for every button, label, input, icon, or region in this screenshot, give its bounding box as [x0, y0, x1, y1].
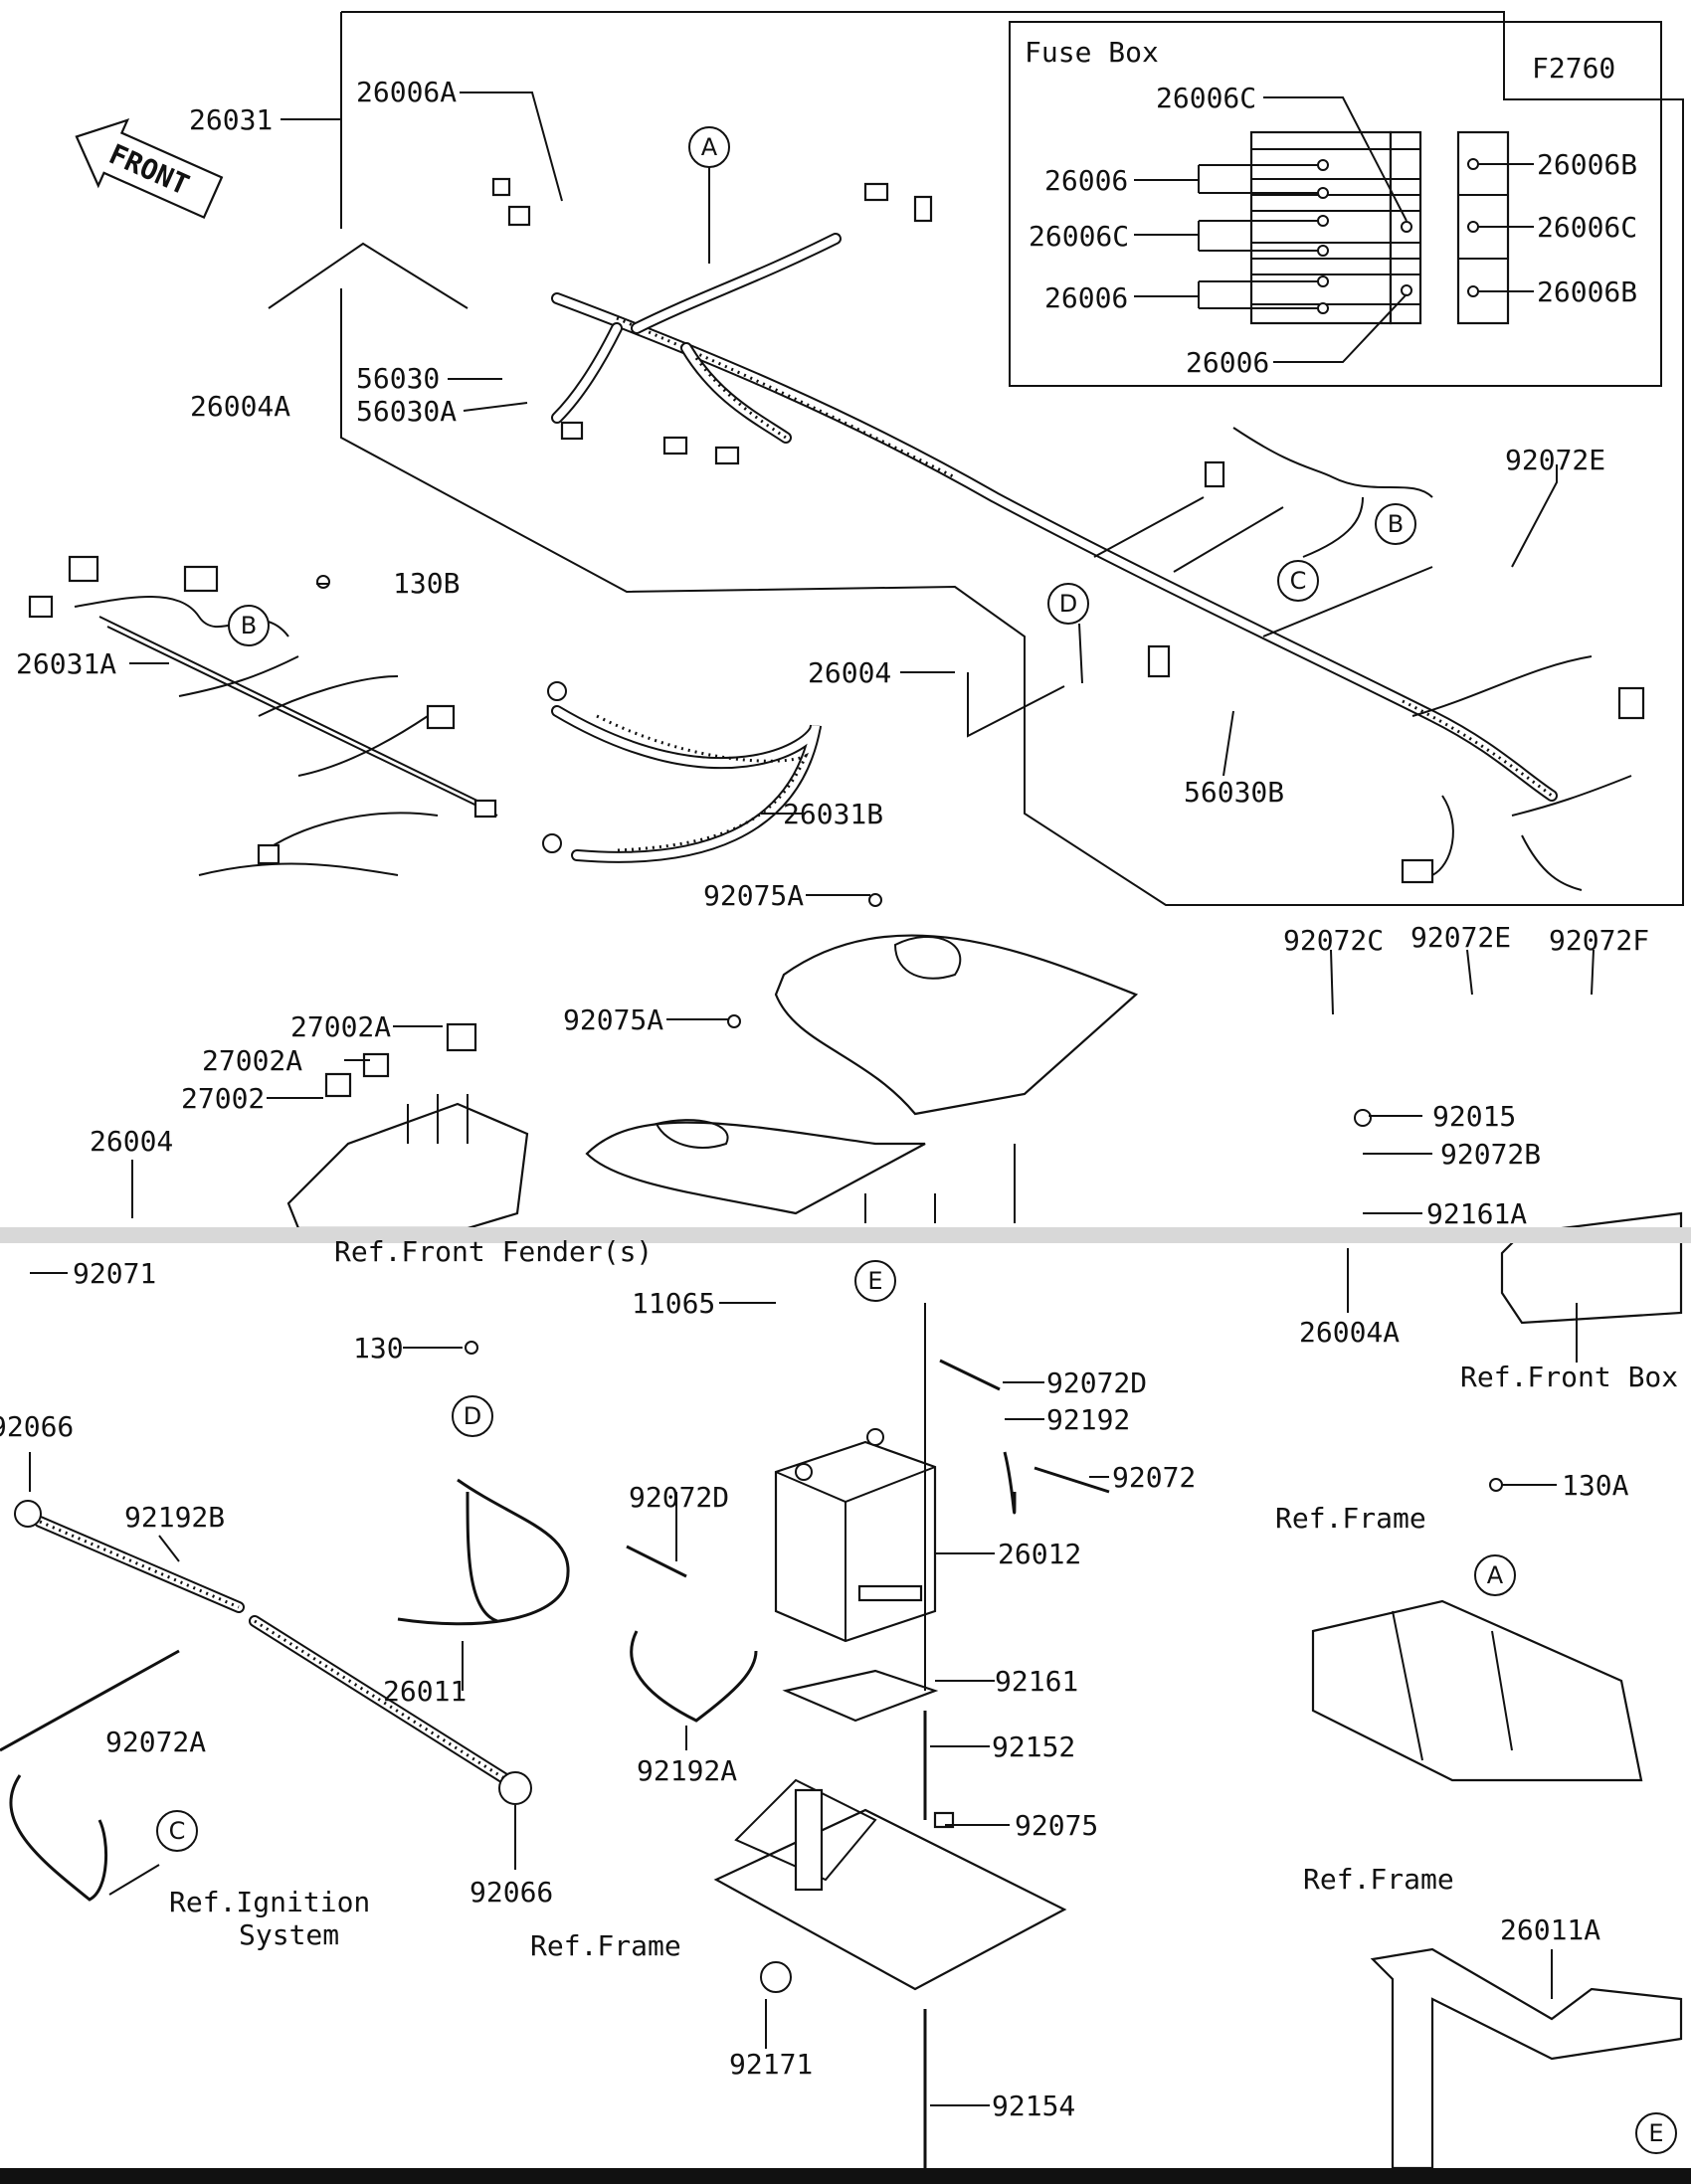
part-label-92152: 92152 [992, 1730, 1075, 1763]
part-label-92072D-left: 92072D [629, 1481, 729, 1514]
part-label-92072E-top: 92072E [1505, 444, 1605, 476]
part-label-26004-left: 26004 [90, 1125, 173, 1158]
part-label-92072A: 92072A [105, 1726, 206, 1758]
frame-right-middle [1311, 1599, 1643, 1782]
part-label-92072E-mid: 92072E [1410, 921, 1511, 954]
figure-code: F2760 [1532, 52, 1615, 85]
callout-A-top: A [701, 133, 718, 161]
part-label-130: 130 [353, 1332, 404, 1365]
fuse-callout-26006C-top: 26006C [1156, 82, 1256, 114]
ref-label-ignition: Ref.Ignition [169, 1886, 370, 1918]
sub-harness-26031B [542, 681, 822, 863]
part-label-56030A: 56030A [356, 395, 457, 428]
part-label-130B: 130B [393, 567, 460, 600]
corrugated-tube-92192B [0, 1500, 532, 1805]
floor-panels [585, 934, 1139, 1223]
part-label-26011A: 26011A [1500, 1913, 1600, 1946]
battery-cables [9, 1359, 1110, 1902]
callout-E-frame: E [1648, 2119, 1663, 2147]
callout-B-right: B [1388, 510, 1404, 538]
frame-right-bottom [1370, 1947, 1683, 2170]
part-label-26011: 26011 [383, 1675, 467, 1708]
part-label-26004A-top: 26004A [190, 390, 290, 423]
part-label-92171: 92171 [729, 2048, 813, 2081]
fuse-box-inset: Fuse Box 26006C 26006 [1009, 21, 1662, 387]
part-label-26012: 26012 [998, 1538, 1081, 1570]
part-label-92072: 92072 [1112, 1461, 1196, 1494]
ref-label-front-fender: Ref.Front Fender(s) [334, 1235, 653, 1268]
battery-tray [713, 1669, 1067, 1991]
leader-lines [29, 91, 1595, 2106]
fuse-callout-26006-bottom: 26006 [1186, 346, 1269, 379]
fuse-callout-26006-1: 26006 [1044, 164, 1128, 197]
part-label-92154: 92154 [992, 2090, 1075, 2122]
part-label-26031B: 26031B [783, 798, 883, 830]
part-label-27002A-1: 27002A [290, 1010, 391, 1043]
part-label-92066-right: 92066 [470, 1876, 553, 1909]
part-labels: 26031 26006A 26004A 56030 56030A 26031A … [0, 76, 1649, 2122]
callout-E-battery: E [867, 1267, 882, 1295]
part-label-92192: 92192 [1046, 1403, 1130, 1436]
part-label-92161A: 92161A [1426, 1197, 1527, 1230]
callout-A-frame: A [1487, 1561, 1504, 1589]
part-label-26004-top: 26004 [808, 656, 891, 689]
part-label-26031: 26031 [189, 103, 273, 136]
part-label-92161: 92161 [995, 1665, 1078, 1698]
ref-label-ignition-system: System [239, 1918, 339, 1951]
part-label-130A: 130A [1562, 1469, 1629, 1502]
fuse-callout-26006C-mid: 26006C [1029, 220, 1129, 253]
part-label-92071: 92071 [73, 1257, 156, 1290]
part-label-92066-left: 92066 [0, 1410, 74, 1443]
callout-C-ignition: C [169, 1817, 186, 1845]
part-label-56030B: 56030B [1184, 776, 1284, 809]
ref-label-front-box: Ref.Front Box [1460, 1361, 1678, 1393]
callout-D-cable: D [464, 1402, 481, 1430]
callout-circles: A B C D B E D A C E [156, 126, 1677, 2154]
part-label-26006A: 26006A [356, 76, 457, 108]
part-label-27002: 27002 [181, 1082, 265, 1115]
ref-label-frame-tray: Ref.Frame [530, 1929, 681, 1962]
main-harness-26031 [491, 177, 1645, 891]
part-label-92072C: 92072C [1283, 924, 1384, 957]
callout-C-right: C [1290, 567, 1307, 595]
part-label-56030: 56030 [356, 362, 440, 395]
fuse-callout-26006-2: 26006 [1044, 281, 1128, 314]
part-label-27002A-2: 27002A [202, 1044, 302, 1077]
battery-26012 [774, 1428, 937, 1643]
part-label-92075A-2: 92075A [563, 1003, 663, 1036]
part-label-92015: 92015 [1432, 1100, 1516, 1133]
bolts-and-studs [316, 575, 1503, 2168]
part-label-26031A: 26031A [16, 647, 116, 680]
part-label-92075A-1: 92075A [703, 879, 804, 912]
fuse-callout-26006B-top: 26006B [1537, 148, 1637, 181]
part-label-26004A-mid: 26004A [1299, 1316, 1400, 1349]
part-label-92192B: 92192B [124, 1501, 225, 1534]
fuse-callout-26006B-bottom: 26006B [1537, 275, 1637, 308]
part-label-92072B: 92072B [1440, 1138, 1541, 1171]
ref-label-frame-middle: Ref.Frame [1275, 1502, 1426, 1535]
fuse-box-title: Fuse Box [1025, 36, 1159, 69]
ref-label-frame-bottom: Ref.Frame [1303, 1863, 1454, 1896]
sub-harness-26031A [28, 555, 498, 876]
part-label-92072F: 92072F [1549, 924, 1649, 957]
part-label-92192A: 92192A [637, 1754, 737, 1787]
part-label-92072D-right: 92072D [1046, 1366, 1147, 1399]
reference-labels: Ref.Front Fender(s) Ref.Front Box Ref.Fr… [169, 1235, 1678, 1962]
fuse-callout-26006C-right: 26006C [1537, 211, 1637, 244]
callout-B-left: B [241, 612, 257, 639]
relay-box-27002 [286, 1022, 529, 1230]
part-label-92075: 92075 [1015, 1809, 1098, 1842]
scan-tear-band [0, 1227, 1691, 1243]
callout-D-right: D [1059, 590, 1077, 618]
part-label-11065: 11065 [632, 1287, 715, 1320]
